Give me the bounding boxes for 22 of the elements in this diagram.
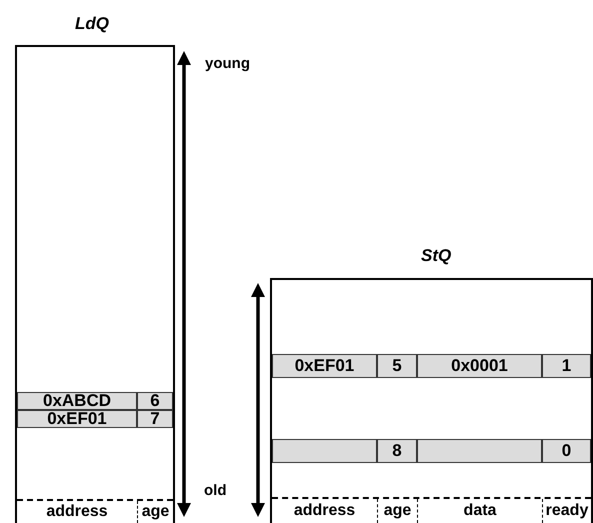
direction-label: young [205, 55, 250, 72]
column-header: age [377, 499, 417, 523]
table-cell: 0xEF01 [272, 354, 377, 378]
table-cell: 0xEF01 [17, 410, 137, 428]
queue-box [15, 45, 175, 523]
direction-label: old [204, 482, 226, 499]
table-cell: 8 [377, 439, 417, 463]
column-header: age [137, 501, 173, 523]
table-cell: 6 [137, 392, 173, 410]
queue-box [270, 278, 593, 523]
queue-title: StQ [421, 246, 452, 266]
table-cell: 0xABCD [17, 392, 137, 410]
table-cell: 0x0001 [417, 354, 542, 378]
table-cell: 1 [542, 354, 591, 378]
table-cell: 0 [542, 439, 591, 463]
column-header: address [45, 502, 109, 522]
table-cell: 5 [377, 354, 417, 378]
column-header: data [417, 499, 542, 523]
column-header: ready [542, 499, 591, 523]
table-cell: 7 [137, 410, 173, 428]
queue-title: LdQ [75, 14, 109, 34]
column-header: address [292, 501, 356, 521]
